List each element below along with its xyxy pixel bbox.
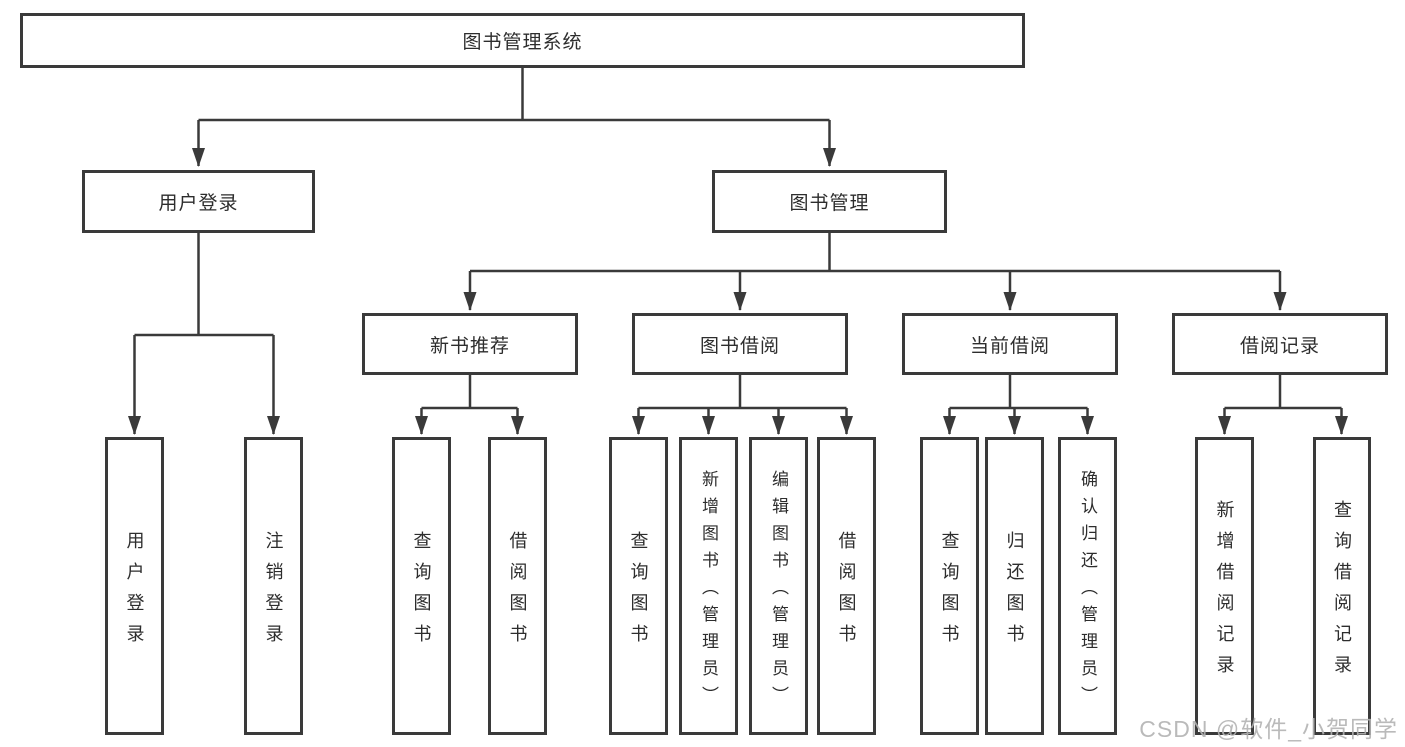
node-label: 新增借阅记录: [1214, 499, 1235, 686]
leaf-query-borrow-record: 查询借阅记录: [1313, 437, 1371, 735]
node-new-book-recommend: 新书推荐: [362, 313, 578, 375]
node-user-login: 用户登录: [82, 170, 315, 233]
node-label: 图书管理系统: [462, 32, 583, 53]
node-label: 确认归还（管理员）: [1078, 469, 1097, 713]
node-label: 用户登录: [158, 193, 239, 214]
node-book-management: 图书管理: [712, 170, 947, 233]
node-label: 查询借阅记录: [1332, 499, 1352, 686]
node-label: 查询图书: [628, 530, 649, 655]
leaf-add-books-admin: 新增图书（管理员）: [679, 437, 738, 735]
node-label: 新书推荐: [429, 335, 510, 357]
node-label: 编辑图书（管理员）: [769, 469, 788, 713]
watermark: CSDN @软件_小贺同学: [1139, 716, 1398, 742]
node-label: 归还图书: [1004, 530, 1025, 655]
node-label: 图书借阅: [699, 335, 780, 357]
node-label: 用户登录: [124, 530, 145, 655]
node-label: 查询图书: [411, 530, 432, 655]
node-label: 当前借阅: [969, 335, 1050, 357]
leaf-return-books: 归还图书: [985, 437, 1044, 735]
node-label: 查询图书: [939, 530, 960, 655]
node-book-borrow: 图书借阅: [632, 313, 848, 375]
node-label: 图书管理: [789, 193, 870, 214]
node-label: 借阅记录: [1239, 335, 1320, 357]
leaf-borrow-books-recommend: 借阅图书: [488, 437, 547, 735]
leaf-query-books-borrow: 查询图书: [609, 437, 668, 735]
leaf-edit-books-admin: 编辑图书（管理员）: [749, 437, 808, 735]
leaf-confirm-return-admin: 确认归还（管理员）: [1058, 437, 1117, 735]
leaf-add-borrow-record: 新增借阅记录: [1195, 437, 1254, 735]
leaf-query-books-current: 查询图书: [920, 437, 979, 735]
leaf-query-books-recommend: 查询图书: [392, 437, 451, 735]
node-root: 图书管理系统: [20, 13, 1025, 68]
node-label: 注销登录: [263, 530, 284, 655]
node-label: 新增图书（管理员）: [699, 469, 718, 713]
leaf-user-login: 用户登录: [105, 437, 164, 735]
leaf-logout: 注销登录: [244, 437, 303, 735]
node-label: 借阅图书: [836, 530, 857, 655]
leaf-borrow-books: 借阅图书: [817, 437, 876, 735]
node-borrow-records: 借阅记录: [1172, 313, 1388, 375]
node-current-borrow: 当前借阅: [902, 313, 1118, 375]
node-label: 借阅图书: [507, 530, 528, 655]
